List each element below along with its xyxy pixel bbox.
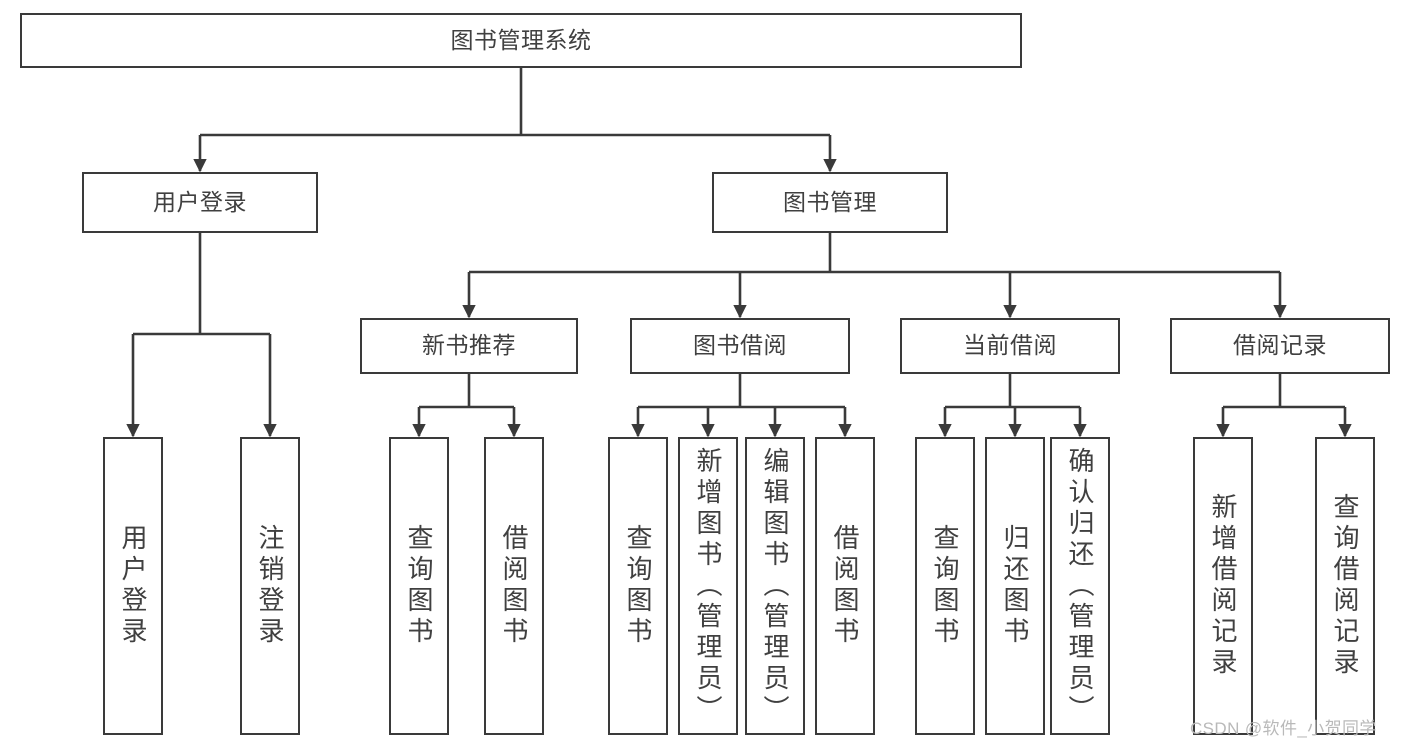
node-label-leaf-cb-return: 归还图书 (1000, 524, 1030, 648)
node-label-current-borrow: 当前借阅 (963, 332, 1057, 359)
node-label-new-book-rec: 新书推荐 (422, 332, 516, 359)
node-leaf-nbr-query[interactable]: 查询图书 (389, 437, 449, 735)
node-leaf-cb-confirm[interactable]: 确认归还（管理员） (1050, 437, 1110, 735)
node-current-borrow[interactable]: 当前借阅 (900, 318, 1120, 374)
node-leaf-bb-borrow[interactable]: 借阅图书 (815, 437, 875, 735)
node-label-leaf-nbr-borrow: 借阅图书 (499, 524, 529, 648)
node-label-leaf-user-logout: 注销登录 (255, 524, 285, 648)
node-borrow-record[interactable]: 借阅记录 (1170, 318, 1390, 374)
node-book-manage[interactable]: 图书管理 (712, 172, 948, 233)
node-leaf-user-login[interactable]: 用户登录 (103, 437, 163, 735)
node-label-user-login: 用户登录 (153, 188, 247, 215)
node-leaf-br-add[interactable]: 新增借阅记录 (1193, 437, 1253, 735)
node-leaf-nbr-borrow[interactable]: 借阅图书 (484, 437, 544, 735)
node-label-leaf-bb-add: 新增图书（管理员） (693, 446, 723, 726)
node-label-borrow-record: 借阅记录 (1233, 332, 1327, 359)
node-label-leaf-bb-borrow: 借阅图书 (830, 524, 860, 648)
node-label-book-borrow: 图书借阅 (693, 332, 787, 359)
node-label-leaf-user-login: 用户登录 (118, 524, 148, 648)
node-leaf-br-query[interactable]: 查询借阅记录 (1315, 437, 1375, 735)
node-book-borrow[interactable]: 图书借阅 (630, 318, 850, 374)
node-label-leaf-bb-edit: 编辑图书（管理员） (760, 446, 790, 726)
node-leaf-user-logout[interactable]: 注销登录 (240, 437, 300, 735)
watermark-label: CSDN @软件_小贺同学 (1190, 719, 1377, 738)
node-label-leaf-nbr-query: 查询图书 (404, 524, 434, 648)
node-label-leaf-cb-query: 查询图书 (930, 524, 960, 648)
node-label-book-manage: 图书管理 (783, 188, 877, 215)
node-leaf-bb-add[interactable]: 新增图书（管理员） (678, 437, 738, 735)
node-user-login[interactable]: 用户登录 (82, 172, 318, 233)
node-leaf-cb-return[interactable]: 归还图书 (985, 437, 1045, 735)
node-new-book-rec[interactable]: 新书推荐 (360, 318, 578, 374)
node-label-leaf-br-query: 查询借阅记录 (1330, 493, 1360, 679)
node-leaf-bb-edit[interactable]: 编辑图书（管理员） (745, 437, 805, 735)
node-root[interactable]: 图书管理系统 (20, 13, 1022, 68)
node-label-leaf-cb-confirm: 确认归还（管理员） (1065, 446, 1095, 726)
node-label-leaf-br-add: 新增借阅记录 (1208, 493, 1238, 679)
node-label-root: 图书管理系统 (450, 26, 592, 53)
node-leaf-cb-query[interactable]: 查询图书 (915, 437, 975, 735)
node-label-leaf-bb-query: 查询图书 (623, 524, 653, 648)
node-leaf-bb-query[interactable]: 查询图书 (608, 437, 668, 735)
